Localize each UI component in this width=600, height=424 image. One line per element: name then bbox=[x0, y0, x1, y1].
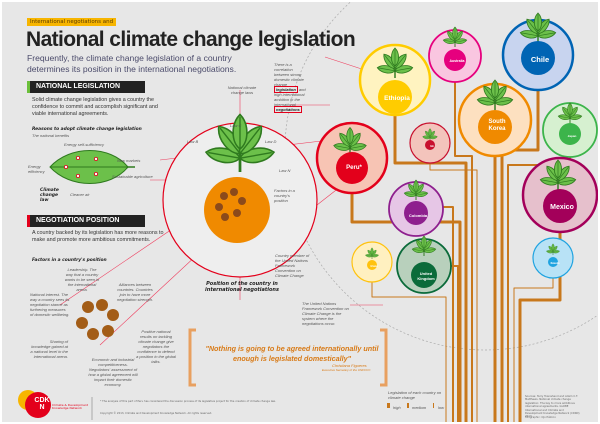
negotiation-position-heading: NEGOTIATION POSITION bbox=[27, 215, 145, 227]
quote-author-role: Executive Secretary of the UNFCCC bbox=[322, 368, 371, 372]
topic-tag: International negotiations and bbox=[27, 18, 117, 26]
quote-author: Christiana Figueres bbox=[332, 363, 367, 368]
country-label: Rwanda bbox=[550, 263, 560, 265]
country-chile bbox=[501, 13, 575, 92]
benefit-label: New markets bbox=[117, 158, 141, 163]
reasons-subtitle: The national benefits bbox=[32, 133, 70, 138]
legend-swatches bbox=[387, 403, 434, 408]
benefit-label: Energy efficiency bbox=[28, 164, 45, 174]
legend-title: Legislation of each country on climate c… bbox=[388, 390, 442, 400]
laws-label: National climate change laws bbox=[227, 85, 257, 95]
factors-title: Factors in a country's position bbox=[32, 258, 107, 263]
country-united-kingdom bbox=[396, 236, 452, 294]
national-legislation-heading: NATIONAL LEGISLATION bbox=[27, 81, 145, 93]
law-label: Law C bbox=[230, 123, 242, 128]
unfccc-member-label: Country member of the United Nations Fra… bbox=[275, 253, 310, 278]
country-australia bbox=[428, 27, 482, 83]
benefit-label: Energy self-sufficiency bbox=[64, 142, 105, 147]
legend-low: low bbox=[438, 405, 445, 410]
legislation-keyword: legislation bbox=[274, 86, 298, 93]
country-label: United Kingdom bbox=[417, 271, 435, 281]
country-colombia bbox=[388, 180, 444, 237]
country-label: Peru* bbox=[346, 165, 362, 171]
logo-mark bbox=[18, 390, 51, 418]
logo-mark-text: CDKN bbox=[34, 397, 50, 411]
legend-high: high bbox=[393, 405, 401, 410]
country-label: Chile bbox=[530, 55, 550, 64]
country-label: Japan bbox=[567, 134, 577, 138]
factor-label: Sharing of knowledge gained at a nationa… bbox=[30, 339, 68, 359]
country-ethiopia bbox=[358, 43, 432, 117]
factor-dots bbox=[76, 299, 119, 340]
legend-medium: medium bbox=[412, 405, 427, 410]
factor-label: Alliances between countries. Countries j… bbox=[116, 282, 154, 302]
page-title: National climate change legislation bbox=[26, 28, 356, 51]
climate-law-label: Climate change law bbox=[40, 188, 59, 203]
country-label: Mexico bbox=[550, 204, 574, 211]
credit-text: Infographic: Ojo Público bbox=[525, 416, 556, 419]
footer-note: * The analysis of this part of Peru has … bbox=[100, 400, 276, 403]
country-label: Ghana bbox=[370, 266, 378, 268]
law-label: Law N bbox=[279, 168, 291, 173]
law-label: Law D bbox=[265, 139, 277, 144]
footer-copyright: Copyright © 2013, Climate and Developmen… bbox=[100, 412, 213, 415]
country-japan bbox=[542, 102, 598, 158]
sources-text: Sources: Terry Townshend and Adam C.T. M… bbox=[525, 395, 580, 419]
country-label: Colombia bbox=[408, 213, 428, 218]
benefit-label: Cleaner air bbox=[70, 192, 90, 197]
country-peru bbox=[315, 121, 389, 195]
country-label: Idn bbox=[430, 145, 434, 148]
factor-label: Leadership. The way that a country wants… bbox=[64, 267, 100, 292]
factor-label: Positive national results on tackling cl… bbox=[136, 329, 176, 364]
unfccc-note: The United Nations Framework Convention … bbox=[302, 301, 349, 326]
factor-label: National interest. The way a country see… bbox=[30, 292, 70, 317]
factors-pointer-label: Factors in a country's position bbox=[274, 188, 295, 203]
logo-name: Climate & Development Knowledge Network bbox=[52, 403, 88, 411]
quote-text: "Nothing is going to be agreed internati… bbox=[205, 344, 379, 363]
country-label: South Korea bbox=[488, 119, 506, 132]
negotiations-keyword: negotiations bbox=[274, 106, 302, 113]
country-mexico bbox=[521, 156, 598, 234]
reasons-title: Reasons to adopt climate change legislat… bbox=[32, 127, 142, 132]
country-label: Ethiopia bbox=[384, 95, 410, 102]
benefit-label: Sustainable agriculture bbox=[112, 174, 153, 179]
national-legislation-text: Solid climate change legislation gives a… bbox=[32, 97, 158, 117]
country-rwanda bbox=[532, 237, 574, 279]
climate-law-leaf bbox=[49, 150, 135, 184]
law-label: Law B bbox=[187, 139, 199, 144]
position-caption: Position of the country in international… bbox=[205, 281, 279, 293]
negotiation-position-text: A country backed by its legislation has … bbox=[32, 230, 164, 243]
country-south-korea bbox=[457, 80, 533, 158]
factor-label: Economic and industrial competitiveness.… bbox=[88, 357, 138, 387]
country-idn bbox=[409, 122, 451, 164]
country-plant-diagram bbox=[162, 115, 318, 278]
correlation-note: There is a correlation between strong do… bbox=[274, 62, 306, 113]
country-ghana bbox=[351, 241, 393, 283]
country-label: Australia bbox=[449, 59, 465, 63]
page-subtitle: Frequently, the climate change legislati… bbox=[27, 53, 237, 74]
